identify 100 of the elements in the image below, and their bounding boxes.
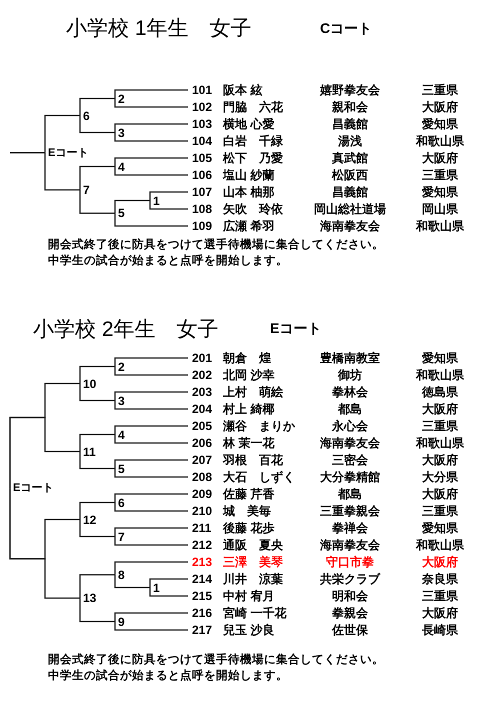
entry-number: 206 <box>192 435 212 451</box>
entry-number: 101 <box>192 82 212 98</box>
entry-number: 108 <box>192 201 212 217</box>
court-label: Eコート <box>45 146 88 160</box>
club-name: 拳林会 <box>332 384 368 400</box>
bracket-line <box>79 452 115 470</box>
bracket-line <box>114 213 188 227</box>
bracket-line <box>114 561 188 575</box>
bracket-line <box>114 425 188 434</box>
bracket-line <box>44 152 80 191</box>
match-number: 7 <box>80 182 90 197</box>
bracket-line <box>114 200 150 214</box>
entry-number: 208 <box>192 469 212 485</box>
club-name: 岡山総社道場 <box>314 201 386 217</box>
section-heading: 小学校 2年生 女子 <box>33 317 219 342</box>
bracket-line <box>79 574 115 598</box>
player-name: 広瀬 希羽 <box>223 218 274 234</box>
entry-number: 102 <box>192 99 212 115</box>
player-name: 北岡 沙幸 <box>223 367 274 383</box>
entry-number: 106 <box>192 167 212 183</box>
prefecture-name: 大阪府 <box>422 150 458 166</box>
bracket-line <box>114 357 188 366</box>
entry-number: 201 <box>192 350 212 366</box>
club-name: 佐世保 <box>332 622 368 638</box>
prefecture-name: 三重県 <box>422 503 458 519</box>
entry-number: 211 <box>192 520 212 536</box>
prefecture-name: 大阪府 <box>422 554 458 570</box>
bracket-line <box>114 527 188 536</box>
bracket-line <box>149 191 188 200</box>
match-number: 12 <box>80 512 96 526</box>
prefecture-name: 大阪府 <box>422 486 458 502</box>
entry-number: 216 <box>192 605 212 621</box>
club-name: 松阪西 <box>332 167 368 183</box>
bracket-line <box>79 434 115 452</box>
match-number: 2 <box>115 92 125 106</box>
player-name: 林 茉一花 <box>223 435 274 451</box>
prefecture-name: 奈良県 <box>422 571 458 587</box>
bracket-line <box>114 493 188 502</box>
notice-text: 開会式終了後に防具をつけて選手待機場に集合してください。 <box>48 239 384 253</box>
player-name: 三澤 美琴 <box>223 554 283 570</box>
match-number: 6 <box>80 108 90 122</box>
match-number: 2 <box>115 360 125 374</box>
match-number: 9 <box>115 614 125 628</box>
prefecture-name: 和歌山県 <box>416 537 464 553</box>
player-name: 矢吹 玲依 <box>223 201 283 217</box>
club-name: 拳親会 <box>332 605 368 621</box>
bracket-line <box>79 384 115 402</box>
bracket-line <box>149 200 188 210</box>
bracket-line <box>9 152 45 154</box>
player-name: 羽根 百花 <box>223 452 283 468</box>
club-name: 大分拳精館 <box>320 469 380 485</box>
club-name: 嬉野拳友会 <box>320 82 380 98</box>
club-name: 湯浅 <box>338 133 362 149</box>
prefecture-name: 徳島県 <box>422 384 458 400</box>
player-name: 佐藤 芹香 <box>223 486 274 502</box>
entry-number: 202 <box>192 367 212 383</box>
entry-number: 212 <box>192 537 212 553</box>
player-name: 後藤 花歩 <box>223 520 274 536</box>
player-name: 宮崎 一千花 <box>223 605 286 621</box>
prefecture-name: 和歌山県 <box>416 367 464 383</box>
bracket-line <box>114 468 188 478</box>
club-name: 都島 <box>338 486 362 502</box>
player-name: 城 美毎 <box>223 503 271 519</box>
prefecture-name: 大阪府 <box>422 605 458 621</box>
bracket-line <box>114 123 188 132</box>
bracket-line <box>114 98 188 108</box>
entry-number: 105 <box>192 150 212 166</box>
entry-number: 104 <box>192 133 212 149</box>
match-number: 5 <box>115 462 125 476</box>
club-name: 守口市拳 <box>326 554 374 570</box>
bracket-line <box>114 459 188 468</box>
entry-number: 214 <box>192 571 212 587</box>
bracket-line <box>114 502 188 512</box>
club-name: 昌義館 <box>332 116 368 132</box>
club-name: 共栄クラブ <box>320 571 380 587</box>
bracket-line <box>79 98 115 116</box>
match-number: 7 <box>115 530 125 544</box>
bracket-line <box>114 622 188 631</box>
player-name: 上村 萌絵 <box>223 384 283 400</box>
bracket-line <box>79 166 115 190</box>
entry-number: 215 <box>192 588 212 604</box>
player-name: 川井 涼葉 <box>223 571 283 587</box>
bracket-line <box>79 366 115 384</box>
prefecture-name: 三重県 <box>422 167 458 183</box>
match-number: 1 <box>150 580 160 594</box>
entry-number: 213 <box>192 554 212 570</box>
player-name: 兒玉 沙良 <box>223 622 274 638</box>
notice-text: 中学生の試合が始まると点呼を開始します。 <box>48 255 288 269</box>
player-name: 村上 綺椰 <box>223 401 274 417</box>
entry-number: 205 <box>192 418 212 434</box>
notice-text: 開会式終了後に防具をつけて選手待機場に集合してください。 <box>48 654 384 668</box>
player-name: 塩山 紗蘭 <box>223 167 274 183</box>
prefecture-name: 岡山県 <box>422 201 458 217</box>
bracket-line <box>114 89 188 98</box>
club-name: 昌義館 <box>332 184 368 200</box>
club-name: 真武館 <box>332 150 368 166</box>
bracket-line <box>114 157 188 166</box>
prefecture-name: 大阪府 <box>422 452 458 468</box>
club-name: 海南拳友会 <box>320 435 380 451</box>
bracket-line <box>114 366 188 376</box>
